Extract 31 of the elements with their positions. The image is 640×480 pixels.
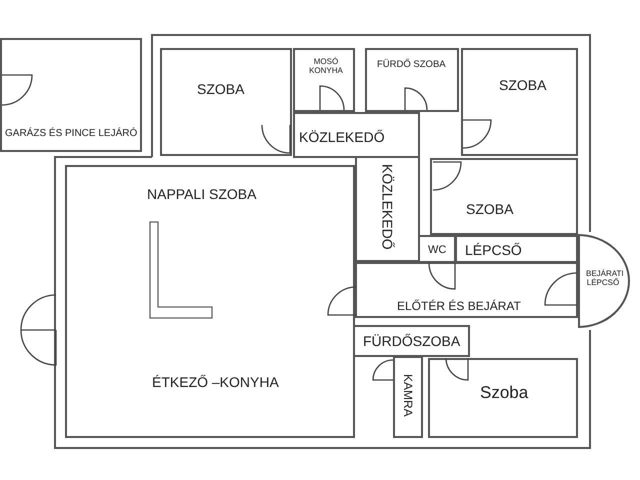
corridor-outline [355,156,420,262]
room-label: SZOBA [197,82,244,98]
room-outline [293,48,355,112]
room-label: SZOBA [466,202,514,218]
room-outline [353,325,470,357]
room-label: KÖZLEKEDŐ [379,164,394,250]
staircase-outline [455,235,578,263]
room-label: GARÁZS ÉS PINCE LEJÁRÓ [5,128,138,139]
room-label: LÉPCSŐ [465,243,522,258]
room-outline [160,48,292,156]
room-label: ÉTKEZŐ –KONYHA [152,375,279,390]
room-label: WC [428,244,446,256]
room-label: MOSÓ KONYHA [308,58,344,76]
living-room-outline [65,165,355,438]
corridor-outline [293,112,420,158]
room-outline [428,358,578,438]
hall-outline [355,262,578,318]
room-label: NAPPALI SZOBA [147,187,256,202]
room-label: Szoba [480,384,528,403]
room-label: SZOBA [499,78,546,94]
room-outline [365,48,459,112]
room-outline [430,158,578,235]
room-label: KAMRA [401,374,414,417]
room-outline [393,356,423,438]
room-label: FÜRDŐ SZOBA [377,60,446,70]
room-label: FÜRDŐSZOBA [363,334,460,350]
room-outline [418,235,456,263]
room-outline [461,48,578,156]
garage-room [0,38,142,152]
room-label: ELŐTÉR ÉS BEJÁRAT [397,300,521,314]
room-label: KÖZLEKEDŐ [299,130,385,146]
